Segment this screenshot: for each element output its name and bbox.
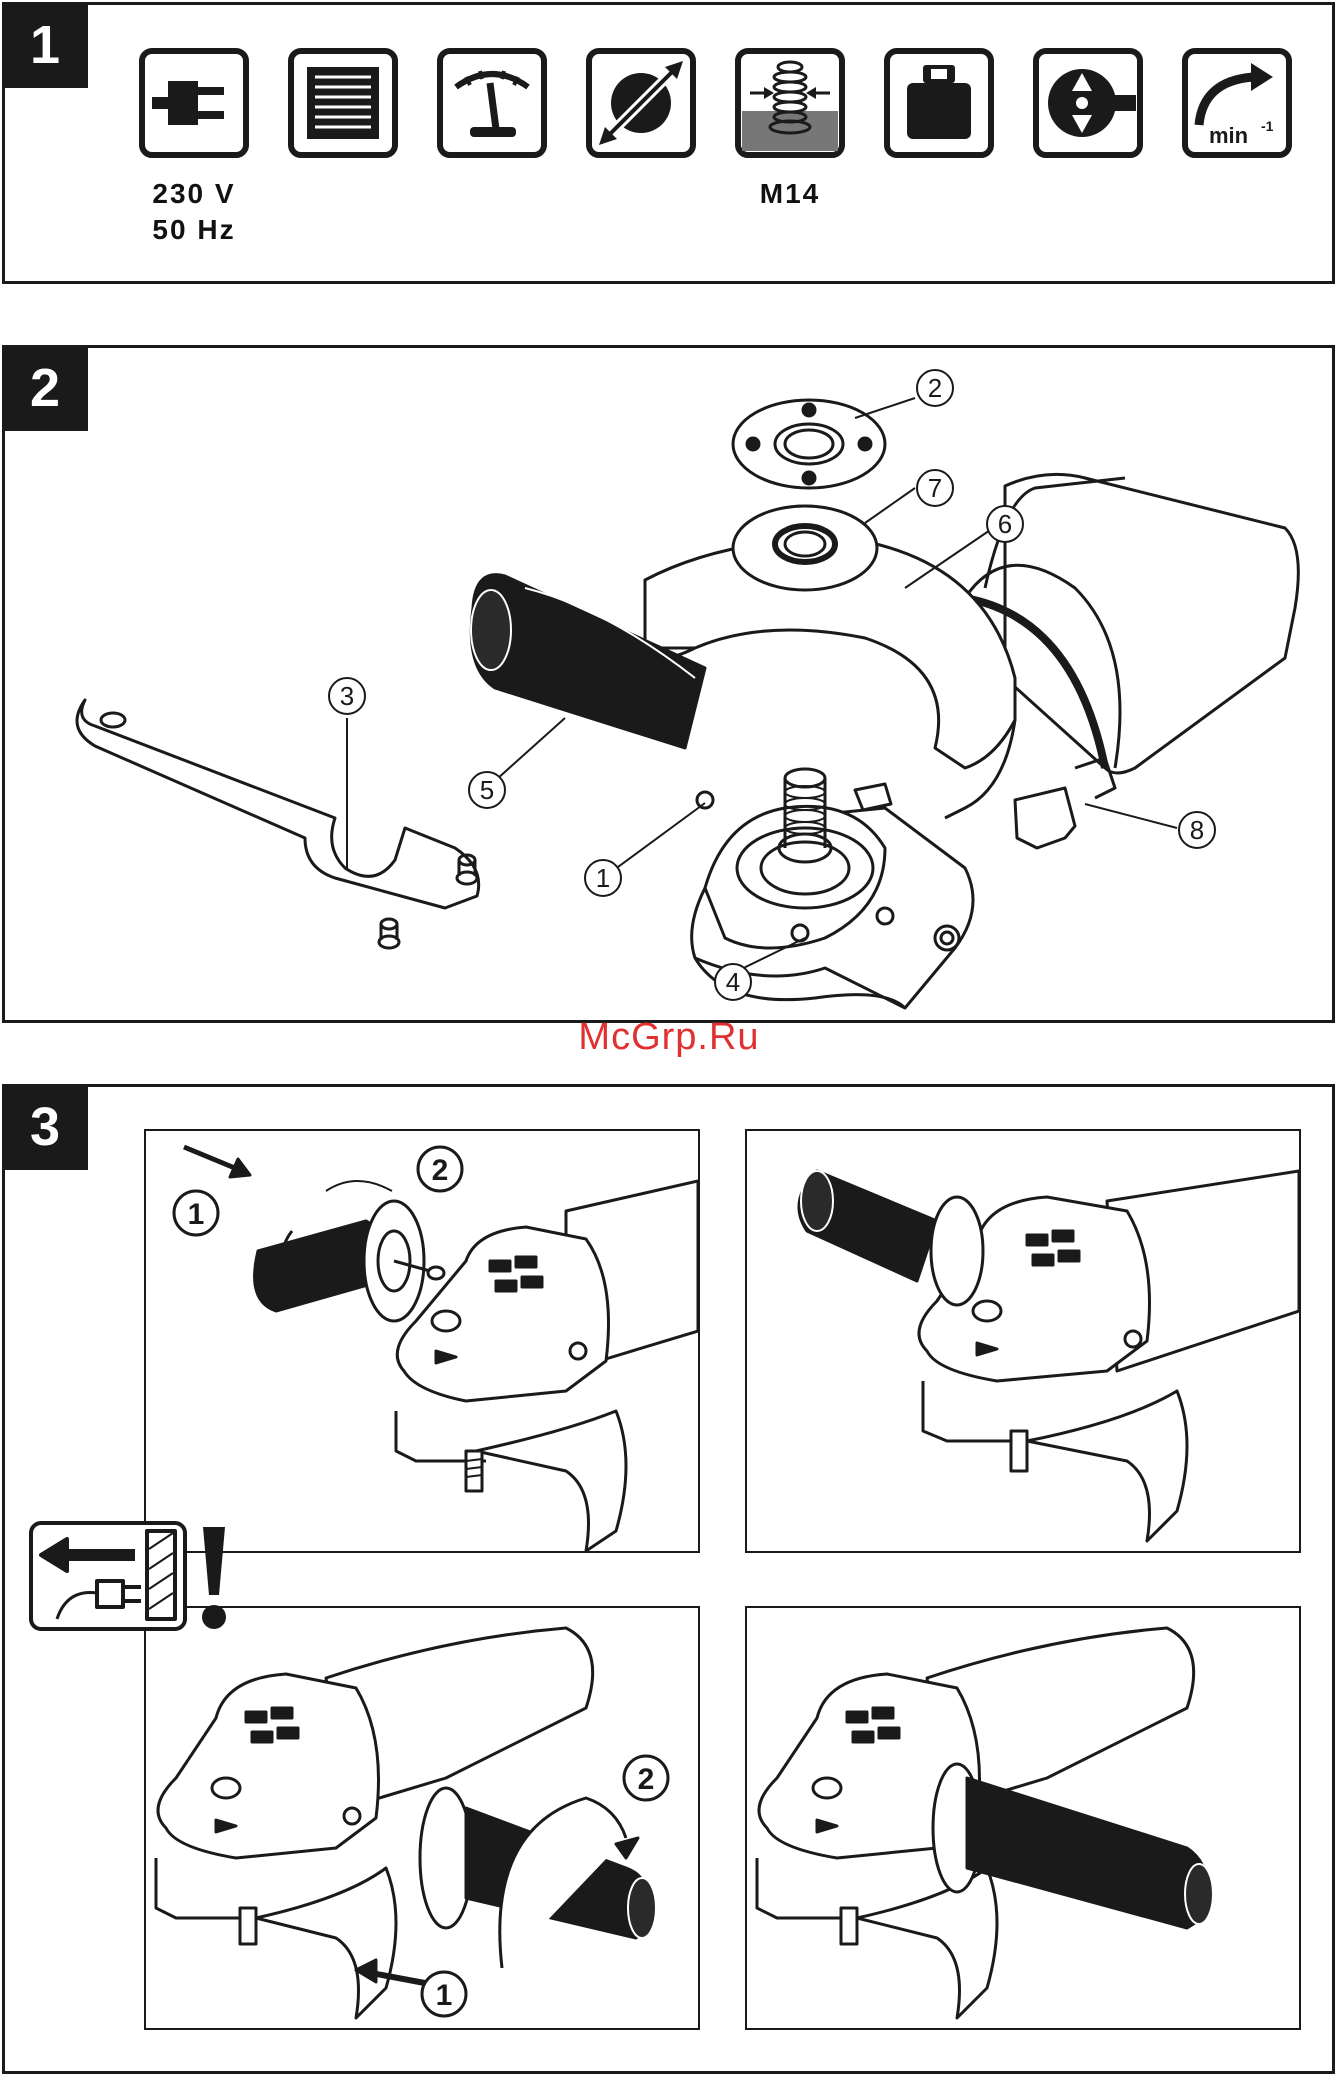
step-a-remove-handle: 1 2 [144,1129,700,1553]
speed-min-icon: min -1 [1181,47,1293,159]
spanner-wrench [77,700,479,908]
gauge-icon [436,47,548,159]
callout-3: 3 [340,681,354,711]
motor-housing [1005,474,1298,773]
step-a-marker-2: 2 [432,1154,449,1187]
disc-diameter-icon [585,47,697,159]
callout-5: 5 [480,775,494,805]
step-c-marker-1: 1 [436,1979,453,2012]
watermark-text: McGrp.Ru [0,1016,1338,1059]
panel-number-1: 1 [2,2,88,88]
step-a-marker-1: 1 [188,1198,205,1231]
power-rating-icon [287,47,399,159]
step-d-handle-right-fitted [745,1606,1301,2030]
callout-7: 7 [928,473,942,503]
protection-class-icon [1032,47,1144,159]
panel-1-technical-data: 1 [2,2,1335,284]
spindle-thread-icon [734,47,846,159]
callout-4: 4 [726,967,740,997]
step-b-handle-left [745,1129,1301,1553]
exclamation-icon [202,1527,226,1629]
on-off-switch [1015,788,1075,848]
panel-2-components: 2 [2,345,1335,1023]
weight-icon [883,47,995,159]
panel-number-3: 3 [2,1084,88,1170]
panel-3-handle-mounting: 3 [2,1084,1335,2074]
frequency-spec: 50 Hz [138,213,250,247]
angle-grinder-exploded-diagram: 2 7 6 3 5 1 4 8 [5,348,1332,1020]
callout-6: 6 [998,509,1012,539]
callout-1: 1 [596,863,610,893]
mounting-flange [733,506,877,590]
step-c-marker-2: 2 [638,1763,655,1796]
step-c-fit-handle-right: 1 2 [144,1606,700,2030]
speed-exponent-label: -1 [1261,118,1274,134]
thread-spec: M14 [734,177,846,211]
callout-8: 8 [1190,815,1204,845]
voltage-spec: 230 V [138,177,250,211]
speed-unit-label: min [1209,123,1248,148]
unplug-warning [27,1519,237,1635]
callout-2: 2 [928,373,942,403]
power-plug-icon [138,47,250,159]
